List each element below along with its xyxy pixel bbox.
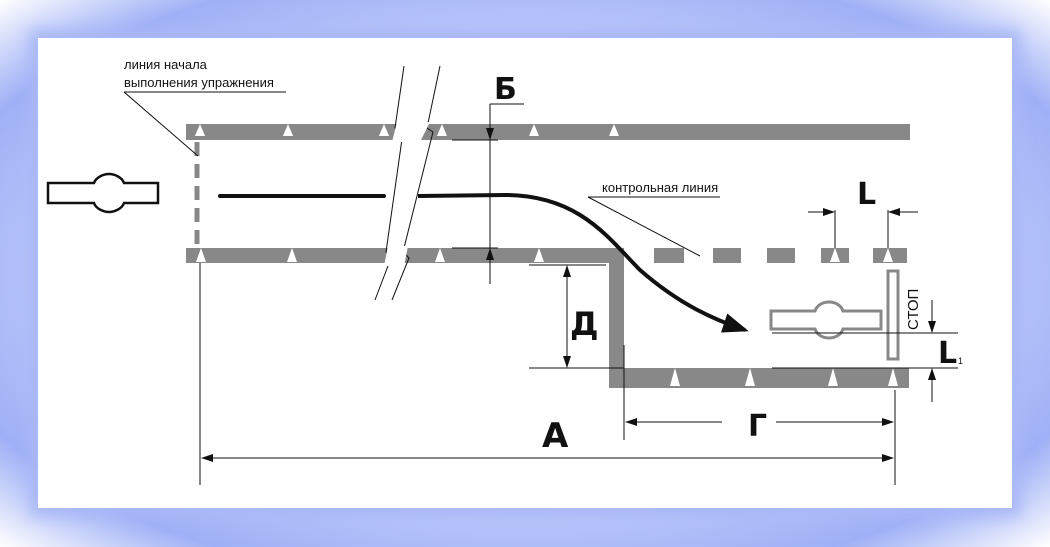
stop-label: СТОП bbox=[905, 289, 922, 330]
dimension-b bbox=[452, 103, 524, 284]
control-line-pointer bbox=[587, 196, 701, 257]
car-start-icon bbox=[46, 172, 160, 214]
dimension-l1-subscript: 1 bbox=[958, 356, 963, 366]
pocket-bottom-boundary bbox=[609, 368, 909, 388]
start-line-label-line1: линия начала bbox=[124, 57, 208, 72]
dimension-b-label: Б bbox=[494, 72, 517, 107]
break-gap-bottom bbox=[384, 246, 408, 266]
pocket-wall bbox=[609, 248, 624, 388]
trajectory-curve bbox=[417, 192, 749, 333]
dimension-l1 bbox=[772, 300, 958, 402]
dimension-d-label: Д bbox=[570, 305, 599, 343]
control-line-label: контрольная линия bbox=[602, 180, 718, 195]
dimension-l1-label: L bbox=[938, 336, 957, 371]
dimension-a-label: А bbox=[542, 416, 569, 456]
dimension-g-label: Г bbox=[748, 409, 767, 444]
dimension-a bbox=[199, 263, 896, 485]
dimension-g bbox=[623, 345, 894, 440]
dimension-l bbox=[808, 208, 918, 248]
dimension-l-label: L bbox=[857, 177, 876, 212]
start-line-label-line2: выполнения упражнения bbox=[124, 75, 274, 90]
top-boundary bbox=[186, 124, 910, 140]
control-line-dashes bbox=[654, 248, 907, 263]
break-gap bbox=[392, 122, 430, 142]
cones bbox=[195, 124, 898, 386]
car-end-icon bbox=[769, 300, 883, 340]
start-line-pointer bbox=[123, 91, 199, 157]
dimension-d bbox=[529, 264, 624, 369]
stop-line bbox=[886, 269, 900, 361]
